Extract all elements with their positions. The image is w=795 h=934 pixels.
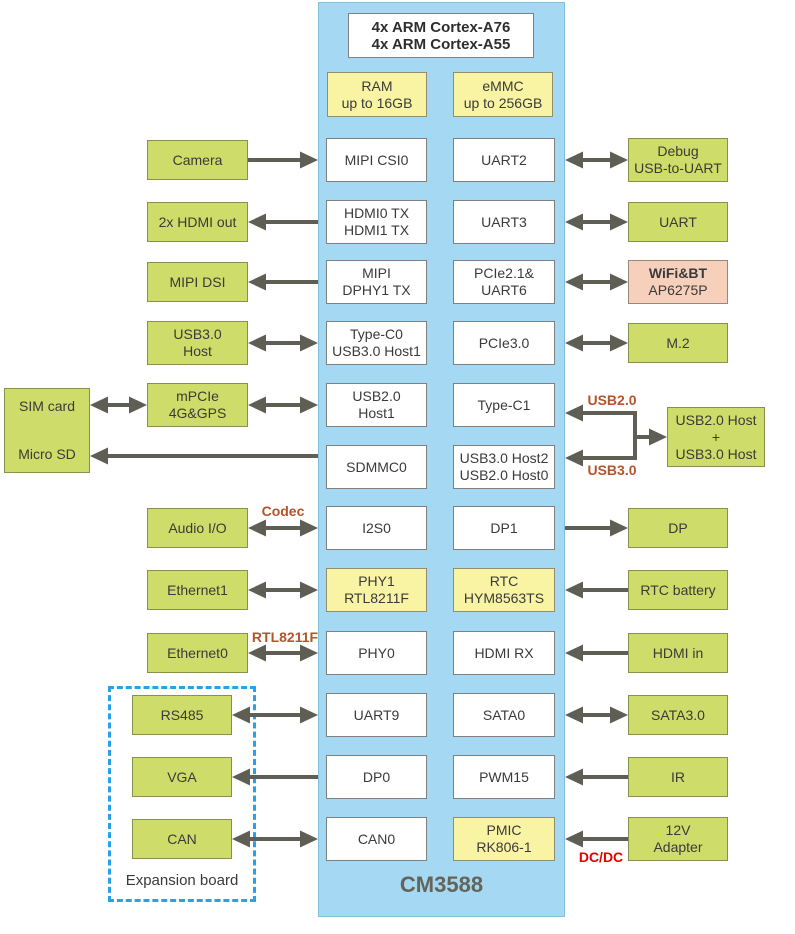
- usb2-host1-box: USB2.0 Host1: [326, 383, 427, 427]
- pmic-box: PMIC RK806-1: [453, 817, 555, 861]
- arrow-pcie21-wifi: [565, 273, 628, 291]
- rtc-battery-box: RTC battery: [628, 570, 728, 610]
- ram-box: RAM up to 16GB: [327, 72, 427, 117]
- phy1-box: PHY1 RTL8211F: [326, 568, 427, 612]
- dcdc-bus-label: DC/DC: [578, 849, 624, 865]
- camera-box: Camera: [147, 140, 248, 180]
- codec-bus-label: Codec: [261, 503, 305, 519]
- mpcie-box: mPCIe 4G&GPS: [147, 383, 248, 427]
- rtl8211f-bus-label: RTL8211F: [251, 629, 319, 645]
- hdmi-in-box: HDMI in: [628, 633, 728, 673]
- arrow-audio-i2s0: [248, 519, 318, 537]
- arrow-rtc-battery-rtc: [565, 581, 628, 599]
- sata0-box: SATA0: [453, 693, 555, 737]
- expansion-board-label: Expansion board: [125, 872, 239, 889]
- pcie30-box: PCIe3.0: [453, 321, 555, 365]
- uart9-box: UART9: [326, 693, 427, 737]
- arrow-usb3-host-typec0: [248, 334, 318, 352]
- mipi-dphy1-box: MIPI DPHY1 TX: [326, 260, 427, 304]
- arrow-uart2-debug: [565, 151, 628, 169]
- ethernet1-box: Ethernet1: [147, 570, 248, 610]
- audio-io-box: Audio I/O: [147, 508, 248, 548]
- micro-sd-label: Micro SD: [18, 446, 76, 462]
- uart3-box: UART3: [453, 200, 555, 244]
- arrow-ethernet0-phy0: [248, 644, 318, 662]
- arrow-ir-pwm15: [565, 768, 628, 786]
- sim-card-label: SIM card: [18, 398, 75, 414]
- dp-box: DP: [628, 508, 728, 548]
- arrow-sdmmc0-micro-sd: [90, 447, 318, 465]
- i2s0-box: I2S0: [326, 506, 427, 550]
- arrow-pcie30-m2: [565, 334, 628, 352]
- arrow-rs485-uart9: [232, 706, 318, 724]
- hdmi-out-box: 2x HDMI out: [147, 202, 248, 242]
- usb3-host2-box: USB3.0 Host2 USB2.0 Host0: [453, 445, 555, 489]
- usb30-bus-label: USB3.0: [587, 462, 637, 478]
- cpu-box: 4x ARM Cortex-A76 4x ARM Cortex-A55: [348, 13, 534, 58]
- mipi-dsi-box: MIPI DSI: [147, 262, 248, 302]
- pwm15-box: PWM15: [453, 755, 555, 799]
- sata3-box: SATA3.0: [628, 695, 728, 735]
- pcie21-uart6-box: PCIe2.1& UART6: [453, 260, 555, 304]
- sdmmc0-box: SDMMC0: [326, 445, 427, 489]
- arrow-dp1-dp: [565, 519, 628, 537]
- arrow-dphy1-to-mipi-dsi: [248, 273, 318, 291]
- arrow-sim-mpcie: [90, 396, 147, 414]
- usb-hosts-box: USB2.0 Host + USB3.0 Host: [667, 407, 765, 467]
- wifi-chip-label: AP6275P: [648, 282, 708, 298]
- emmc-box: eMMC up to 256GB: [453, 72, 553, 117]
- ir-box: IR: [628, 757, 728, 797]
- hdmi-tx-box: HDMI0 TX HDMI1 TX: [326, 200, 427, 244]
- arrow-adapter-pmic: [565, 830, 628, 848]
- usb20-bus-label: USB2.0: [587, 392, 637, 408]
- m2-box: M.2: [628, 323, 728, 363]
- arrow-hdmi-tx-to-hdmi-out: [248, 213, 318, 231]
- module-title: CM3588: [399, 872, 484, 897]
- arrow-mpcie-usb2-host1: [248, 396, 318, 414]
- arrow-uart3-uart: [565, 213, 628, 231]
- wifi-bt-box: WiFi&BT AP6275P: [628, 260, 728, 304]
- arrow-ethernet1-phy1: [248, 581, 318, 599]
- can0-box: CAN0: [326, 817, 427, 861]
- type-c0-box: Type-C0 USB3.0 Host1: [326, 321, 427, 365]
- adapter-12v-box: 12V Adapter: [628, 817, 728, 861]
- hdmi-rx-box: HDMI RX: [453, 631, 555, 675]
- dp1-box: DP1: [453, 506, 555, 550]
- arrow-sata0-sata3: [565, 706, 628, 724]
- arrow-hdmi-in-hdmi-rx: [565, 644, 628, 662]
- arrow-dp0-vga: [232, 768, 318, 786]
- sim-microsd-box: SIM card Micro SD: [4, 388, 90, 473]
- phy0-box: PHY0: [326, 631, 427, 675]
- expansion-board-group: [108, 686, 256, 902]
- type-c1-box: Type-C1: [453, 383, 555, 427]
- usb3-host-box: USB3.0 Host: [147, 321, 248, 365]
- debug-uart-box: Debug USB-to-UART: [628, 138, 728, 182]
- mipi-csi0-box: MIPI CSI0: [326, 138, 427, 182]
- vga-box: VGA: [132, 757, 232, 797]
- arrow-camera-to-mipi-csi0: [248, 151, 318, 169]
- uart-box: UART: [628, 202, 728, 242]
- uart2-box: UART2: [453, 138, 555, 182]
- dp0-box: DP0: [326, 755, 427, 799]
- can-box: CAN: [132, 819, 232, 859]
- usb-host-junction: [565, 404, 667, 467]
- rs485-box: RS485: [132, 695, 232, 735]
- arrow-can-can0: [232, 830, 318, 848]
- wifi-bt-label: WiFi&BT: [648, 265, 708, 281]
- ethernet0-box: Ethernet0: [147, 633, 248, 673]
- rtc-box: RTC HYM8563TS: [453, 568, 555, 612]
